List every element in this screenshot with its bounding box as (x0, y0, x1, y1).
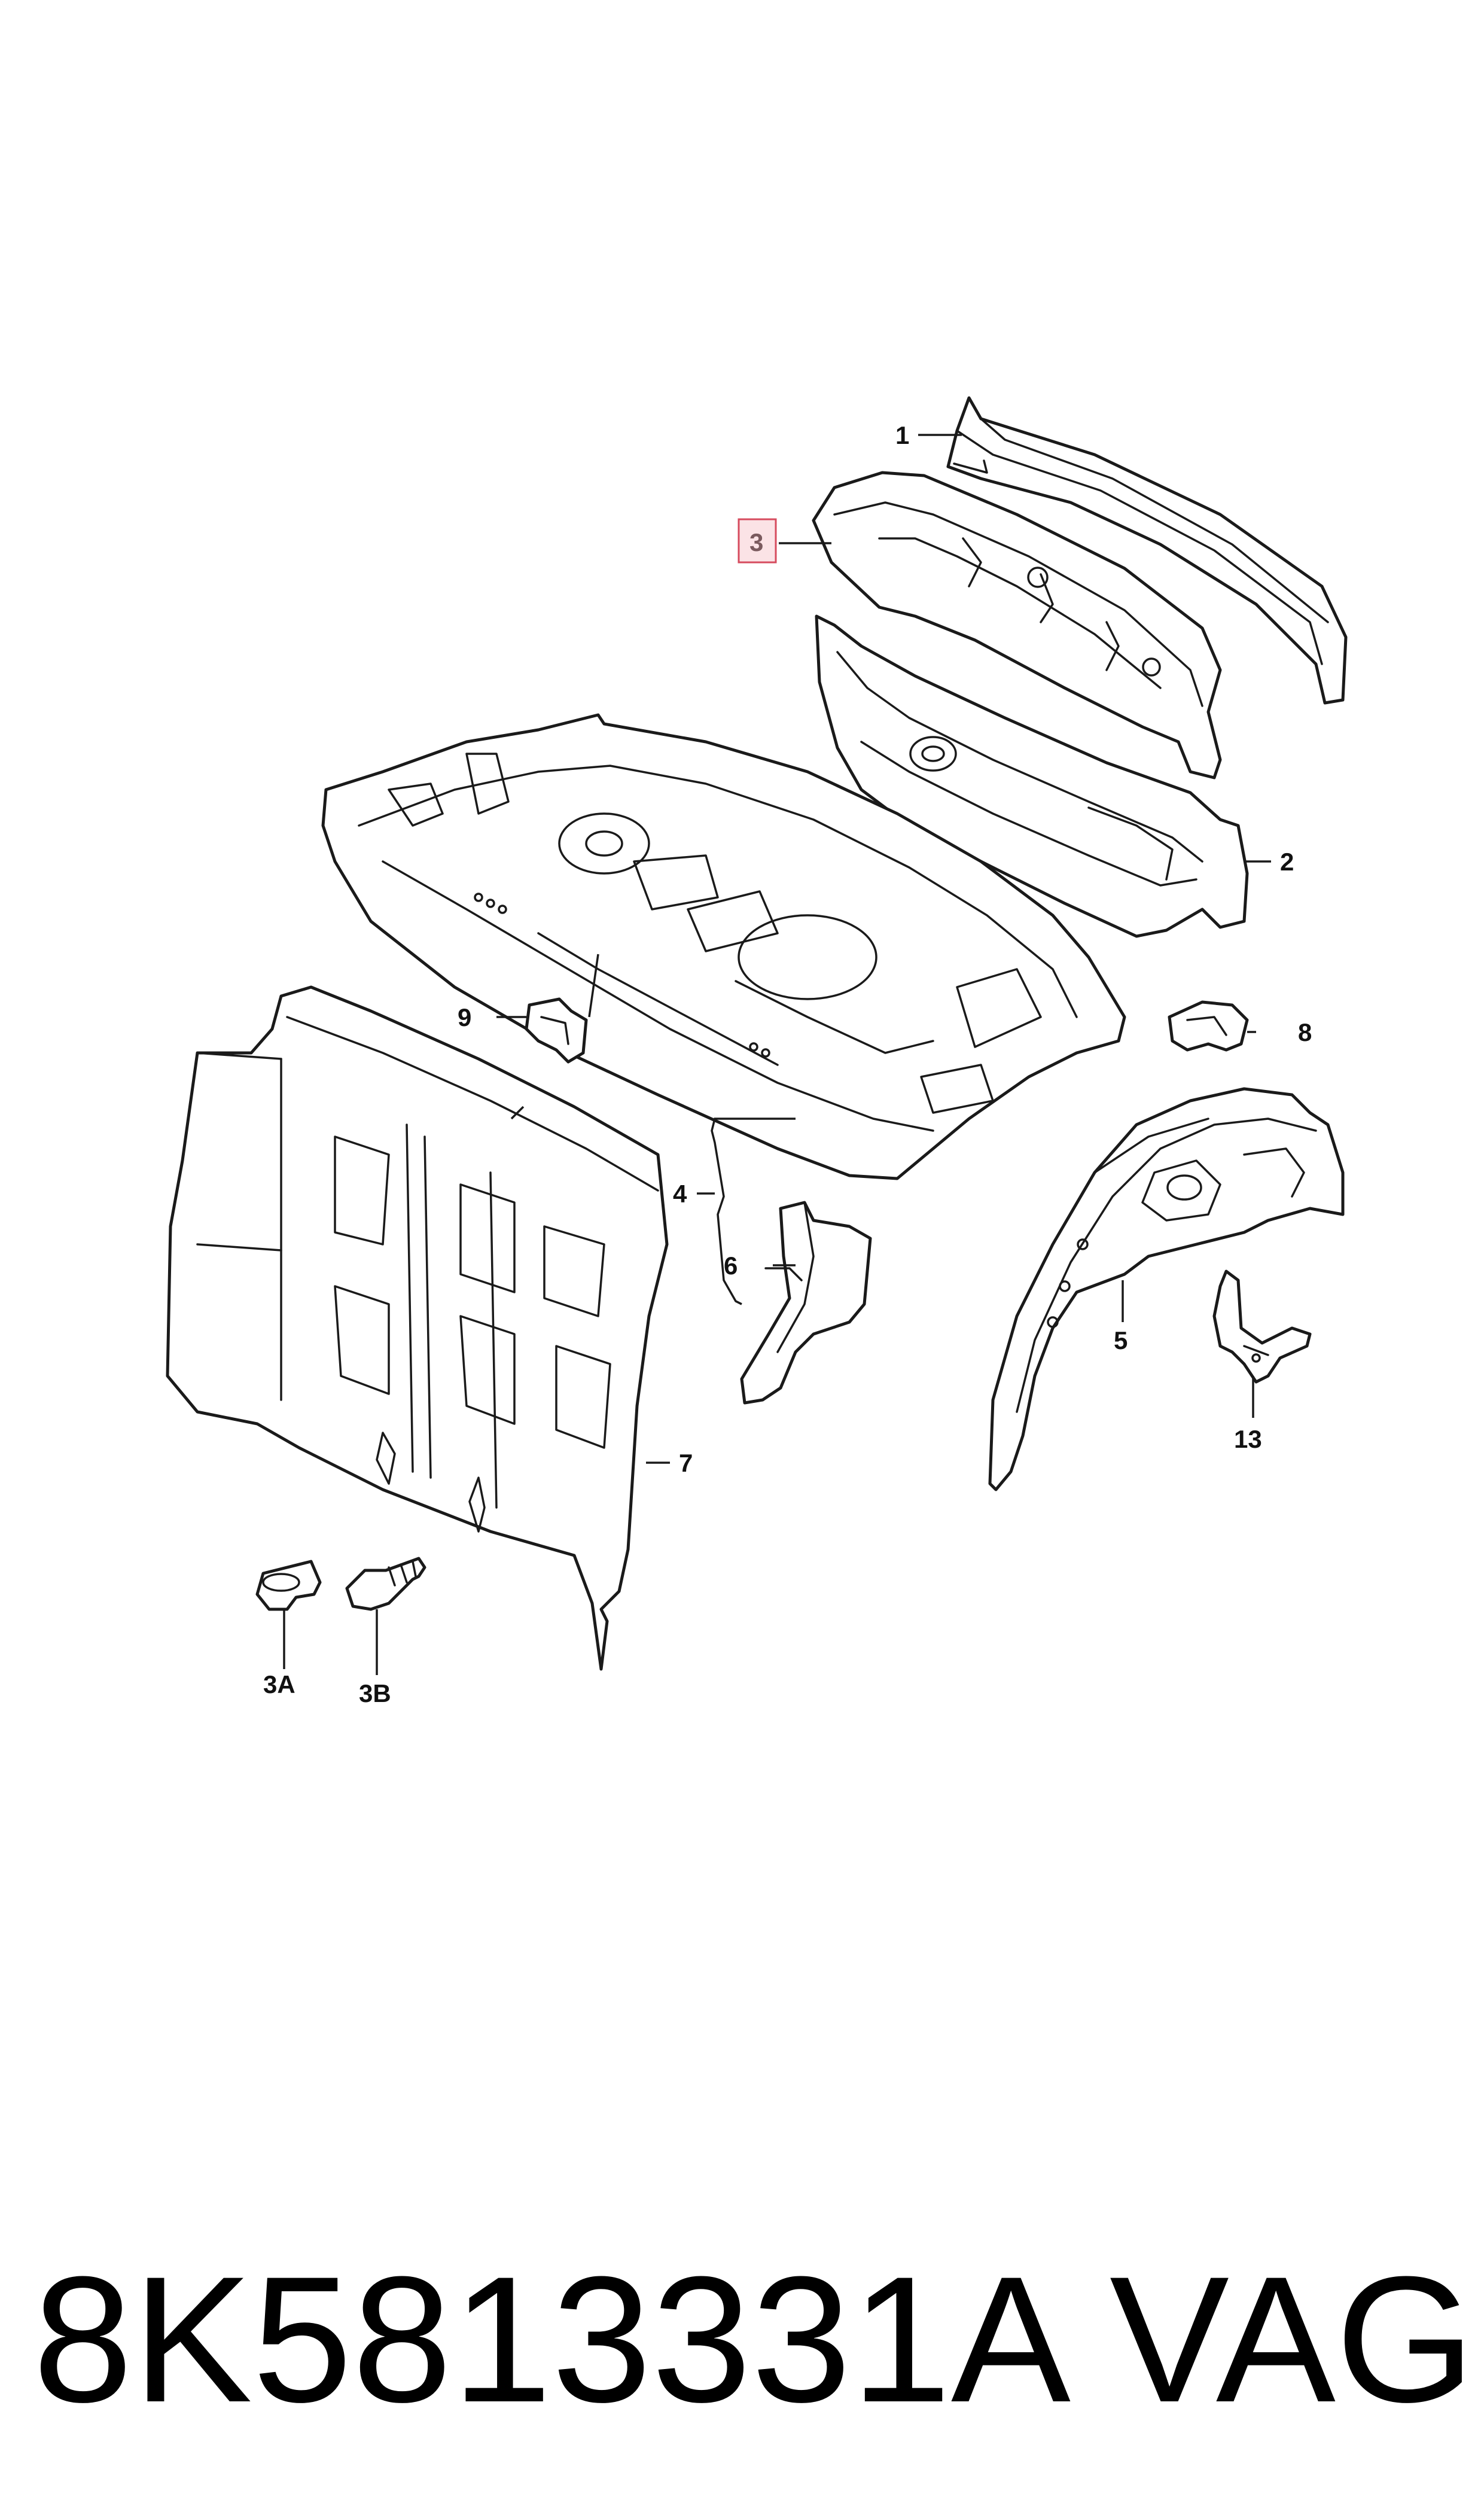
part-5-wheel-arch (988, 1087, 1345, 1491)
brand-name: VAG (1110, 2239, 1476, 2440)
callout-1: 1 (895, 421, 909, 449)
callout-7: 7 (679, 1449, 693, 1477)
part-1-upper-cross-member (946, 396, 1348, 705)
footer: 8K5813331A VAG (0, 2249, 1484, 2429)
callout-3b: 3B (359, 1679, 391, 1707)
part-13-bracket (1212, 1269, 1312, 1384)
part-3a-clip (255, 1560, 322, 1611)
part-8-bracket (1168, 1000, 1249, 1052)
part-number: 8K5813331A (33, 2239, 1071, 2440)
callout-6: 6 (724, 1252, 738, 1280)
callout-4: 4 (673, 1180, 687, 1208)
part-3b-bolt (345, 1557, 426, 1611)
callout-5: 5 (1114, 1326, 1128, 1354)
callout-3a: 3A (263, 1670, 295, 1698)
part-6-bracket (740, 1201, 872, 1405)
callout-3-highlight-box (738, 518, 777, 564)
callout-13: 13 (1234, 1425, 1262, 1453)
part-3-reinforcement-panel (812, 471, 1222, 780)
part-7-seat-back-panel (166, 985, 669, 1671)
callout-3: 3 (749, 528, 763, 556)
part-9-clip (525, 997, 588, 1064)
leader-lines (283, 434, 1271, 1675)
part-4-parcel-shelf (321, 713, 1126, 1180)
callout-9: 9 (458, 1003, 471, 1031)
callout-8: 8 (1298, 1018, 1312, 1046)
callout-labels: 1 3 2 8 9 4 6 5 13 7 3A 3B (263, 421, 1312, 1707)
callout-2: 2 (1280, 848, 1294, 876)
